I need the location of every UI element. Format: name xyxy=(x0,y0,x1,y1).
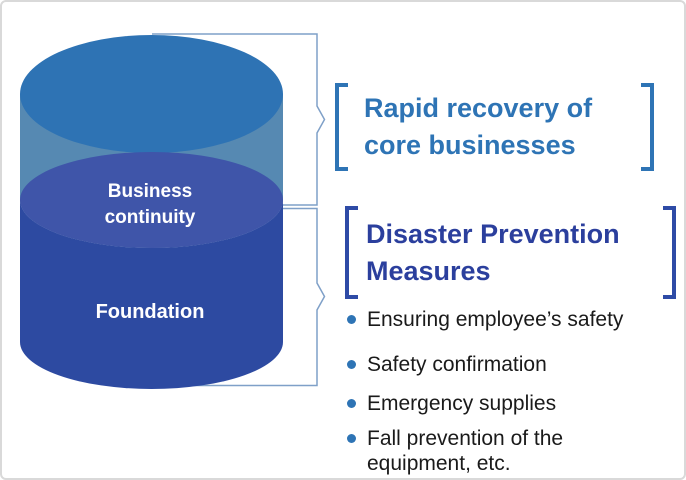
bullet-dot-icon xyxy=(347,434,356,443)
right-bracket-icon xyxy=(663,206,676,299)
right-bracket-icon xyxy=(641,83,654,171)
list-item: Emergency supplies xyxy=(347,391,683,416)
left-bracket-icon xyxy=(345,206,358,299)
disaster-prevention-title-block: Disaster Prevention Measures xyxy=(345,206,676,299)
bullet-dot-icon xyxy=(347,399,356,408)
rapid-recovery-title: Rapid recovery of core businesses xyxy=(364,93,593,160)
rapid-recovery-title-block: Rapid recovery of core businesses xyxy=(335,83,654,171)
disaster-prevention-title: Disaster Prevention Measures xyxy=(366,218,620,286)
business-continuity-label: Business continuity xyxy=(104,181,196,228)
list-item-text: Ensuring employee’s safety xyxy=(367,308,624,331)
cylinder-top-face xyxy=(20,35,283,153)
bullet-dot-icon xyxy=(347,360,356,369)
cylinder-bottom-segment-body xyxy=(20,200,283,389)
list-item-text: Fall prevention of the equipment, etc. xyxy=(367,427,564,475)
list-item: Safety confirmation xyxy=(347,352,683,377)
bullet-dot-icon xyxy=(347,315,356,324)
list-item-text: Safety confirmation xyxy=(367,353,547,376)
list-item: Ensuring employee’s safety xyxy=(347,307,683,332)
left-bracket-icon xyxy=(335,83,348,171)
connector-bottom-segment xyxy=(164,207,326,387)
connector-top-segment xyxy=(152,33,326,206)
list-item-text: Emergency supplies xyxy=(367,392,557,415)
list-item: Fall prevention of the equipment, etc. xyxy=(347,426,683,476)
foundation-label: Foundation xyxy=(95,301,205,323)
cylinder-bottom-face xyxy=(20,152,283,248)
disaster-prevention-bullet-list: Ensuring employee’s safety Safety confir… xyxy=(347,307,683,476)
